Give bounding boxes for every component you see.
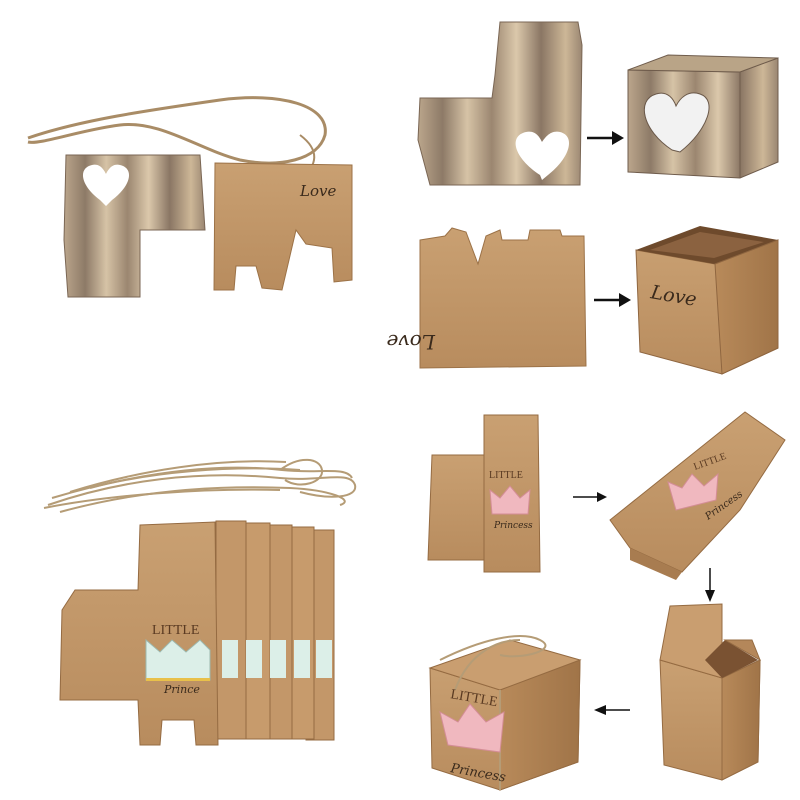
princess-box-open-flaps xyxy=(659,603,761,781)
prince-blank-front xyxy=(59,521,219,746)
arrow-left-icon xyxy=(594,705,630,715)
princess-text-flat: Princess xyxy=(493,521,533,531)
love-text-flat: Love xyxy=(299,182,336,200)
little-text-prince: LITTLE xyxy=(152,623,199,638)
kraft-flat-piece xyxy=(419,227,587,369)
kraft-love-blank xyxy=(213,162,353,291)
twine-bundle xyxy=(43,458,357,513)
crown-icon xyxy=(489,485,531,515)
stacked-blanks xyxy=(215,520,335,741)
heart-cutout-icon xyxy=(515,131,570,180)
princess-half-folded: LITTLE Princess xyxy=(609,411,786,580)
wood-box-assembled xyxy=(627,54,779,179)
arrow-right-icon xyxy=(594,293,631,307)
princess-box-finished: LITTLE Princess xyxy=(428,635,582,791)
princess-flat-blank: LITTLE Princess xyxy=(427,414,541,573)
kraft-box-open: Love xyxy=(635,226,779,375)
heart-window-icon xyxy=(643,92,710,153)
prince-text: Prince xyxy=(163,683,200,696)
bottom-right-quadrant: LITTLE Princess LITTLE Princess xyxy=(427,411,786,791)
crown-icon xyxy=(439,703,505,753)
heart-cutout-icon xyxy=(82,164,130,206)
arrow-down-icon xyxy=(705,568,715,602)
top-left-quadrant: Love xyxy=(27,96,353,298)
little-text-flat: LITTLE xyxy=(489,470,523,481)
love-text-upside-down: Love xyxy=(387,330,436,354)
arrow-right-icon xyxy=(573,492,607,502)
bottom-left-quadrant: LITTLE Prince xyxy=(43,458,357,746)
arrow-right-icon xyxy=(587,131,624,145)
twine-loose xyxy=(27,96,327,165)
top-right-quadrant: Love Love xyxy=(387,21,779,375)
crown-icon xyxy=(667,472,719,511)
